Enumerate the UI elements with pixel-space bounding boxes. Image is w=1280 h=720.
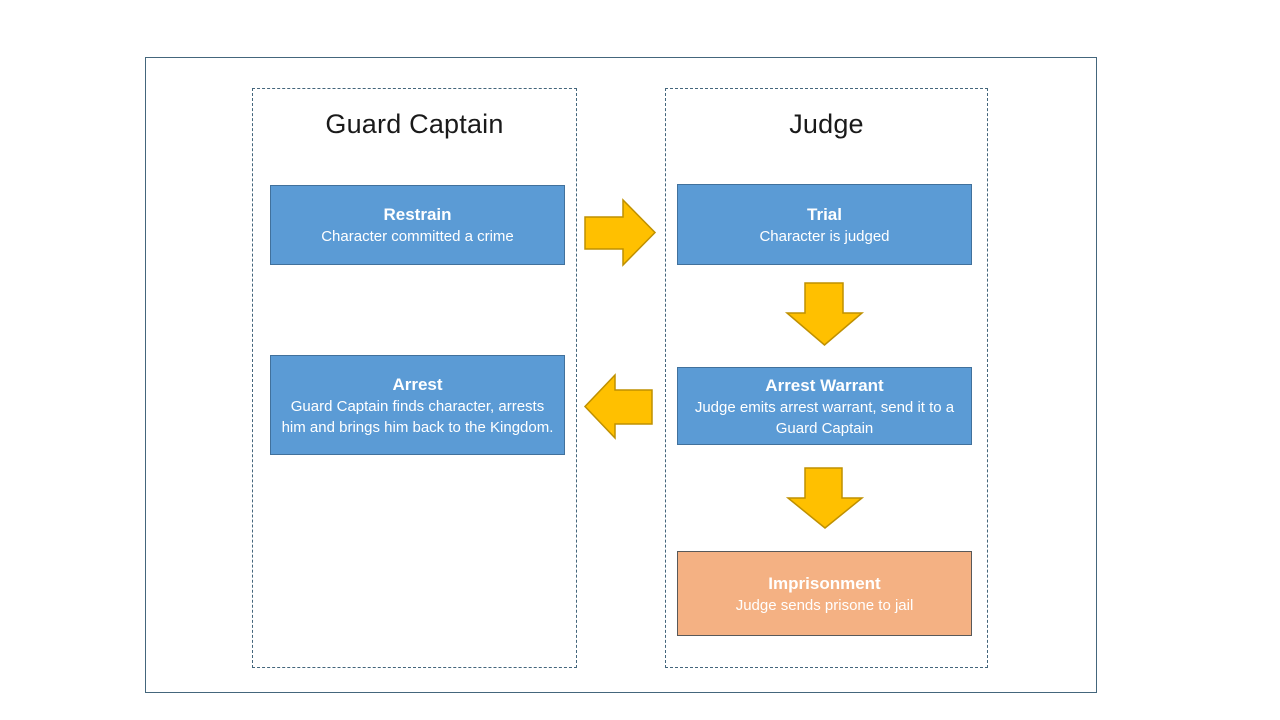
- swimlane-title-guard-captain: Guard Captain: [325, 109, 504, 139]
- node-arrest: Arrest Guard Captain finds character, ar…: [270, 355, 565, 455]
- node-trial: Trial Character is judged: [677, 184, 972, 265]
- node-arrest-warrant-description: Judge emits arrest warrant, send it to a…: [694, 398, 955, 437]
- node-arrest-title: Arrest: [392, 374, 443, 394]
- node-imprisonment-description: Judge sends prisone to jail: [735, 596, 914, 614]
- node-restrain-description: Character committed a crime: [321, 228, 514, 245]
- node-trial-title: Trial: [807, 204, 842, 224]
- node-restrain-title: Restrain: [383, 205, 452, 224]
- node-imprisonment: Imprisonment Judge sends prisone to jail: [677, 551, 972, 636]
- node-restrain: Restrain Character committed a crime: [270, 185, 565, 265]
- node-arrest-warrant: Arrest Warrant Judge emits arrest warran…: [677, 367, 972, 445]
- swimlane-title-judge: Judge: [789, 109, 864, 139]
- node-trial-description: Character is judged: [759, 227, 890, 245]
- node-arrest-warrant-title: Arrest Warrant: [765, 375, 884, 395]
- node-arrest-description: Guard Captain finds character, arrests h…: [281, 397, 554, 436]
- node-imprisonment-title: Imprisonment: [768, 573, 881, 593]
